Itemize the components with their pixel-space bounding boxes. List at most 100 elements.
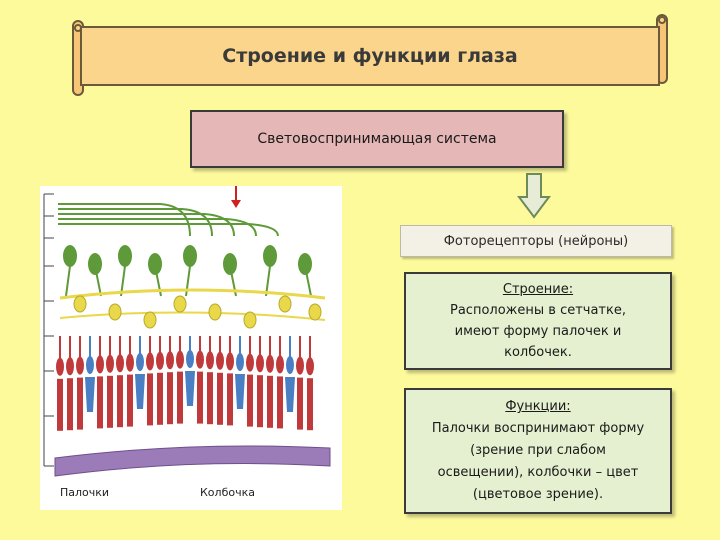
rod-body — [216, 351, 224, 370]
bipolar-cell — [243, 311, 257, 329]
ganglion-cell — [263, 245, 277, 267]
structure-box: Строение: Расположены в сетчатке, имеют … — [404, 272, 672, 370]
cone-outer-segment — [185, 371, 195, 406]
title-scroll: Строение и функции глаза — [72, 14, 668, 96]
ganglion-dendrite — [94, 265, 102, 297]
rod-body — [126, 353, 134, 372]
rod-outer-segment — [227, 373, 233, 426]
rod-body — [156, 351, 164, 370]
rod-body — [256, 354, 264, 373]
system-label: Световоспринимающая система — [257, 131, 497, 147]
retina-illustration — [43, 186, 331, 477]
cone-outer-segment — [85, 377, 95, 412]
rod-body — [196, 350, 204, 369]
horizontal-fiber — [59, 288, 326, 300]
rod-body — [96, 355, 104, 374]
cone-body — [236, 353, 244, 371]
structure-heading: Строение: — [502, 282, 574, 297]
rod-body — [266, 354, 274, 373]
bipolar-cell — [73, 295, 87, 313]
rod-body — [76, 356, 84, 375]
cone-outer-segment — [235, 374, 245, 409]
structure-line: имеют форму палочек и — [454, 324, 622, 339]
rod-outer-segment — [277, 376, 283, 429]
function-line: Палочки воспринимают форму — [431, 421, 645, 436]
cone-body — [186, 350, 194, 368]
rod-body — [306, 357, 314, 376]
rod-outer-segment — [217, 372, 223, 425]
rod-outer-segment — [117, 375, 123, 428]
rod-body — [166, 351, 174, 370]
rod-outer-segment — [157, 372, 163, 425]
rod-body — [56, 357, 64, 376]
scroll-dot — [658, 16, 666, 24]
rod-body — [276, 355, 284, 374]
bipolar-cell — [173, 295, 187, 313]
rod-outer-segment — [147, 373, 153, 426]
rod-body — [246, 353, 254, 372]
rod-body — [206, 351, 214, 370]
rod-body — [106, 354, 114, 373]
ganglion-cell — [183, 245, 197, 267]
rod-outer-segment — [197, 371, 203, 424]
rod-outer-segment — [257, 375, 263, 428]
bipolar-cell — [108, 303, 122, 321]
ganglion-cell — [63, 245, 77, 267]
ganglion-dendrite — [65, 265, 71, 297]
ganglion-cell — [148, 253, 162, 275]
rod-body — [66, 357, 74, 376]
function-line: (цветовое зрение). — [472, 487, 604, 502]
retina-diagram: Палочки Колбочка — [40, 186, 342, 510]
cone-body — [86, 356, 94, 374]
ganglion-cell — [298, 253, 312, 275]
bipolar-cell — [308, 303, 322, 321]
cone-outer-segment — [135, 374, 145, 409]
rod-outer-segment — [167, 372, 173, 425]
nerve-fiber — [58, 203, 191, 237]
bipolar-cell — [208, 303, 222, 321]
rod-outer-segment — [57, 378, 63, 431]
rod-outer-segment — [207, 372, 213, 425]
horizontal-fiber — [59, 311, 326, 321]
rod-outer-segment — [247, 374, 253, 427]
rod-outer-segment — [267, 375, 273, 428]
rod-outer-segment — [77, 377, 83, 430]
photoreceptors-box: Фоторецепторы (нейроны) — [400, 225, 672, 257]
rod-outer-segment — [67, 378, 73, 431]
function-line: (зрение при слабом — [470, 443, 606, 458]
cone-body — [136, 353, 144, 371]
rod-outer-segment — [297, 377, 303, 430]
photoreceptors-label: Фоторецепторы (нейроны) — [443, 233, 629, 249]
bipolar-cell — [143, 311, 157, 329]
rod-body — [146, 352, 154, 371]
ganglion-cell — [118, 245, 132, 267]
down-arrow-icon — [517, 173, 551, 219]
rod-outer-segment — [97, 376, 103, 429]
function-box: Функции: Палочки воспринимают форму (зре… — [404, 388, 672, 514]
label-cone: Колбочка — [200, 486, 255, 499]
pigment-epithelium — [54, 445, 331, 477]
cone-body — [286, 356, 294, 374]
rod-outer-segment — [177, 371, 183, 424]
page-title: Строение и функции глаза — [222, 45, 518, 67]
light-arrowhead — [231, 200, 241, 208]
nerve-fiber — [58, 223, 279, 237]
ganglion-dendrite — [304, 265, 312, 297]
label-rods: Палочки — [60, 486, 110, 499]
cone-outer-segment — [285, 377, 295, 412]
structure-line: Расположены в сетчатке, — [450, 303, 626, 318]
system-box: Световоспринимающая система — [190, 110, 564, 168]
function-line: освещении), колбочки – цвет — [437, 465, 639, 480]
function-heading: Функции: — [505, 399, 571, 414]
rod-outer-segment — [307, 378, 313, 431]
rod-body — [116, 354, 124, 373]
rod-outer-segment — [107, 375, 113, 428]
rod-body — [226, 352, 234, 371]
ganglion-cell — [223, 253, 237, 275]
rod-outer-segment — [127, 374, 133, 427]
bipolar-cell — [278, 295, 292, 313]
ganglion-cell — [88, 253, 102, 275]
rod-body — [176, 350, 184, 369]
rod-body — [296, 356, 304, 375]
title-banner: Строение и функции глаза — [80, 26, 660, 86]
